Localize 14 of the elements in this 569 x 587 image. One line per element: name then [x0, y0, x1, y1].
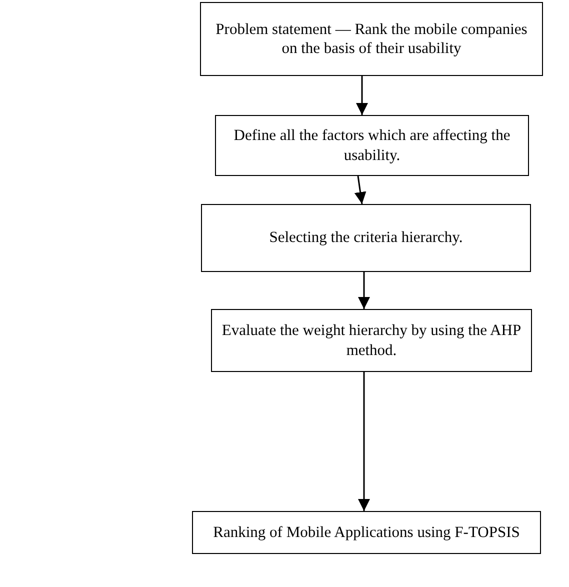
- step-text: Problem statement ― Rank the mobile companies on the basis of their usability: [214, 20, 528, 58]
- step-text: Define all the factors which are affecting the usability.: [232, 126, 512, 165]
- step-text: Selecting the criteria hierarchy.: [269, 228, 463, 248]
- step-text: Evaluate the weight hierarchy by using the AHP method.: [220, 321, 522, 360]
- arrow: [356, 76, 368, 115]
- process-box: [192, 511, 541, 554]
- arrow: [358, 372, 370, 511]
- arrow: [354, 176, 366, 204]
- step-text: Ranking of Mobile Applications using F-TOPSIS: [213, 522, 520, 542]
- process-box: [211, 309, 532, 372]
- process-box: [215, 115, 529, 176]
- arrow: [358, 272, 370, 309]
- process-box: [200, 2, 543, 76]
- process-box: [201, 204, 531, 272]
